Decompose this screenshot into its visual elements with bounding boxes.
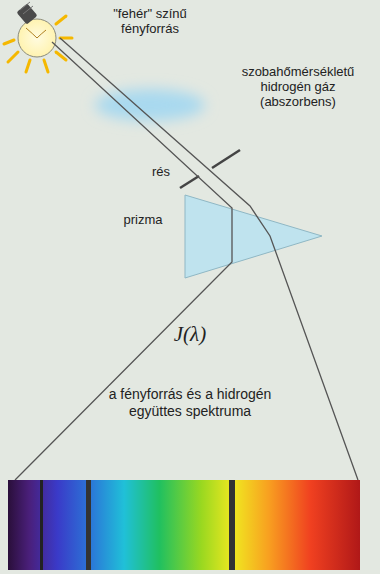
slit-label-text: rés xyxy=(152,164,170,179)
slit-label: rés xyxy=(144,164,178,179)
absorber-label: szobahőmérsékletű hidrogén gáz (abszorbe… xyxy=(228,64,368,109)
absorber-label-text: szobahőmérsékletű hidrogén gáz (abszorbe… xyxy=(242,64,355,109)
spectrum-caption-text: a fényforrás és a hidrogén együttes spek… xyxy=(109,386,272,419)
source-label: "fehér" színű fényforrás xyxy=(108,6,192,36)
hydrogen-cloud xyxy=(95,89,205,121)
prism-label-text: prizma xyxy=(123,212,162,227)
spectrum-caption: a fényforrás és a hidrogén együttes spek… xyxy=(92,386,288,420)
prism xyxy=(185,195,322,278)
light-bulb xyxy=(16,2,56,57)
spectrum-bar xyxy=(8,480,360,570)
intensity-symbol: J(λ) xyxy=(160,322,220,347)
intensity-symbol-text: J(λ) xyxy=(174,322,206,346)
light-rays xyxy=(4,16,72,72)
source-label-text: "fehér" színű fényforrás xyxy=(113,6,187,36)
prism-label: prizma xyxy=(112,212,174,227)
light-beam xyxy=(15,38,358,480)
